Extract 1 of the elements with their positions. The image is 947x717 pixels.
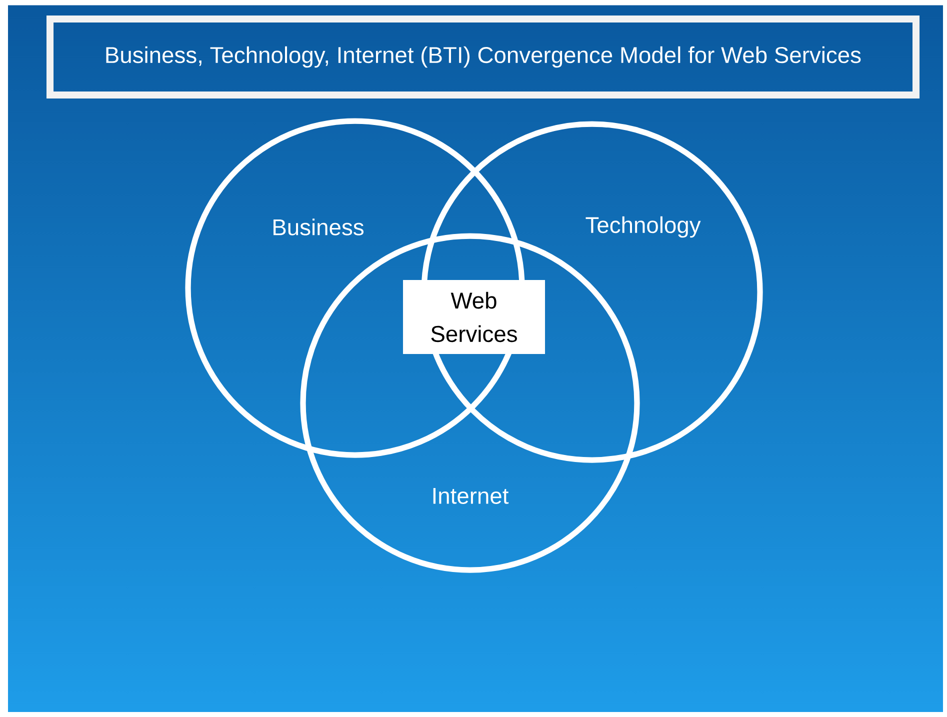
title-box: Business, Technology, Internet (BTI) Convergence Model for Web Services (46, 15, 920, 99)
